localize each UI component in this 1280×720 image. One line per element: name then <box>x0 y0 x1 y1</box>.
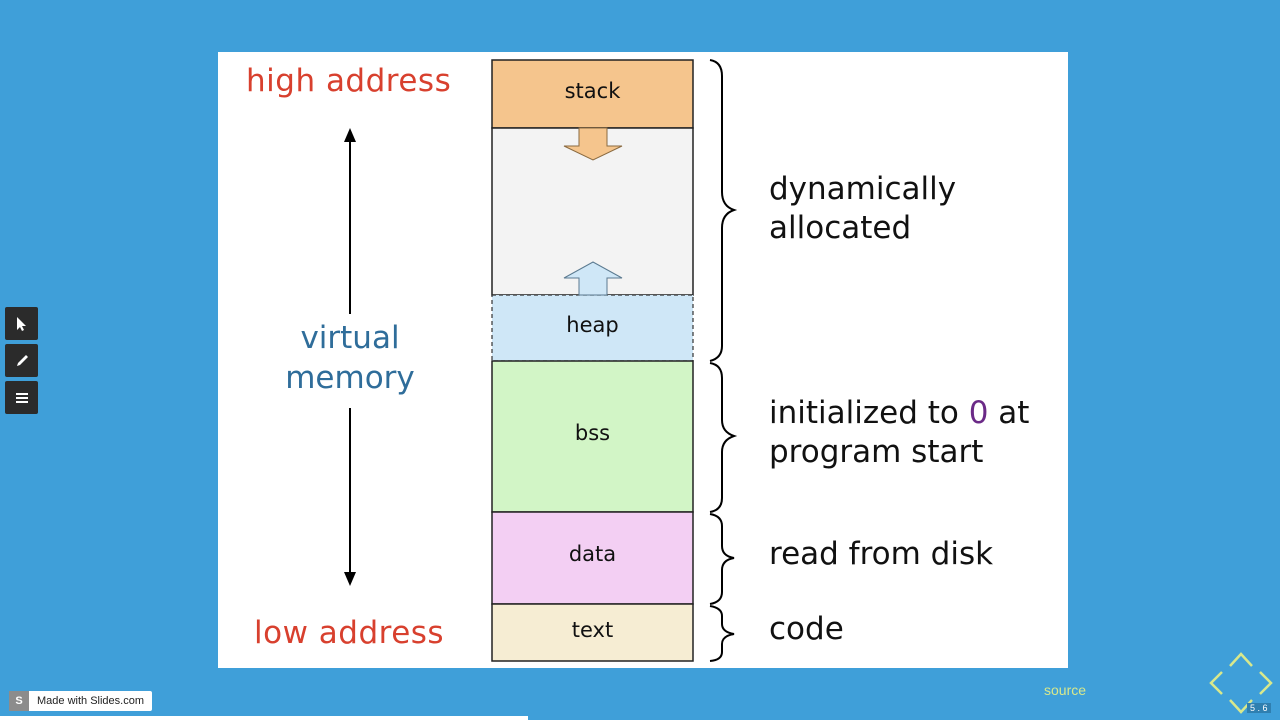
nav-left-arrow-icon[interactable] <box>1209 671 1223 695</box>
up-arrowhead-icon <box>344 128 356 142</box>
init-pre: initialized to <box>769 395 969 431</box>
init-zero: 0 <box>968 395 989 431</box>
init-line1: initialized to 0 at <box>769 394 1029 433</box>
made-with-slides-badge[interactable]: S Made with Slides.com <box>9 691 152 711</box>
data-label: data <box>568 542 617 566</box>
brace-bss-icon <box>709 362 738 513</box>
brace-text-icon <box>709 605 735 662</box>
dynamic-description: dynamically allocated <box>769 170 956 248</box>
bss-segment <box>491 360 694 513</box>
nav-up-arrow-icon[interactable] <box>1229 652 1253 667</box>
init-line2: program start <box>769 434 984 470</box>
stack-segment <box>491 59 694 129</box>
bss-label: bss <box>574 421 611 445</box>
menu-icon <box>15 392 28 403</box>
presentation-toolbar <box>5 307 39 418</box>
down-arrowhead-icon <box>344 572 356 586</box>
pen-icon <box>16 354 28 366</box>
slide-canvas: stack heap bss data text high address lo… <box>218 52 1068 668</box>
high-address-label: high address <box>246 63 452 99</box>
init-description: initialized to 0 at program start <box>769 394 1029 472</box>
stack-label: stack <box>564 79 621 103</box>
pointer-tool-button[interactable] <box>5 307 38 340</box>
slides-logo-icon: S <box>9 691 29 711</box>
text-segment <box>491 603 694 662</box>
nav-right-arrow-icon[interactable] <box>1259 671 1273 695</box>
virtual-line2: memory <box>285 360 415 396</box>
menu-button[interactable] <box>5 381 38 414</box>
brace-data-icon <box>709 513 735 605</box>
text-label: text <box>571 618 614 642</box>
badge-text: Made with Slides.com <box>37 695 144 707</box>
read-description: read from disk <box>769 536 994 572</box>
cursor-arrow-icon <box>16 316 26 331</box>
heap-growth-arrow-icon <box>563 261 623 296</box>
source-link[interactable]: source <box>1044 682 1087 698</box>
data-segment <box>491 511 694 605</box>
slide-number: 5 . 6 <box>1247 703 1271 713</box>
heap-label: heap <box>566 313 619 337</box>
presentation-progress-bar <box>0 716 528 720</box>
stack-growth-arrow-icon <box>563 127 623 161</box>
dynamic-line2: allocated <box>769 210 912 246</box>
low-address-label: low address <box>254 615 445 651</box>
slide-navigation-control[interactable] <box>1208 650 1278 716</box>
init-post: at <box>988 395 1030 431</box>
brace-dynamic-icon <box>709 59 738 362</box>
memory-layout-diagram <box>344 59 738 662</box>
virtual-line1: virtual <box>300 320 400 356</box>
pen-tool-button[interactable] <box>5 344 38 377</box>
dynamic-line1: dynamically <box>769 171 957 207</box>
code-description: code <box>769 611 844 647</box>
virtual-memory-label: virtual memory <box>270 318 430 398</box>
